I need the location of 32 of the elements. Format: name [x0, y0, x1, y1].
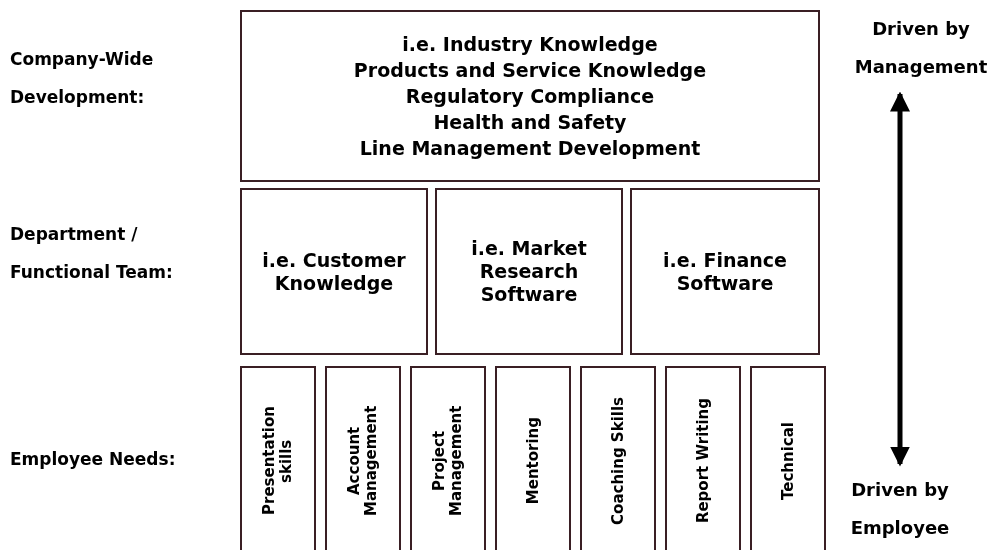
box-text: Health and Safety [433, 110, 627, 135]
department-box [435, 188, 623, 355]
employee-need-box [665, 366, 741, 550]
box-text: Technical [779, 422, 797, 500]
box-text: i.e. Industry Knowledge [402, 32, 658, 57]
box-text: Account Management [346, 404, 380, 519]
box-text: Products and Service Knowledge [353, 58, 707, 83]
level-label: Employee Needs: [10, 448, 177, 471]
driver-label: Driven by Employee [849, 478, 951, 540]
box-text: i.e. Customer Knowledge [261, 248, 407, 295]
box-text: Line Management Development [359, 136, 701, 161]
box-text: Report Writing [694, 398, 712, 524]
box-text: Regulatory Compliance [405, 84, 655, 109]
box-text: i.e. Finance Software [662, 248, 788, 295]
employee-need-box [750, 366, 826, 550]
employee-need-box [240, 366, 316, 550]
box-text: Project Management [431, 404, 465, 519]
company-box [240, 10, 820, 182]
box-text: i.e. Market Research Software [470, 237, 588, 306]
double-arrow [890, 91, 910, 467]
employee-need-box [580, 366, 656, 550]
employee-need-box [495, 366, 571, 550]
department-box [240, 188, 428, 355]
driver-label: Driven by Management [853, 17, 989, 79]
employee-need-box [410, 366, 486, 550]
box-text: Presentation skills [261, 405, 295, 518]
box-text: Mentoring [524, 417, 542, 505]
level-label: Department / Functional Team: [10, 223, 174, 284]
department-box [630, 188, 820, 355]
box-text: Coaching Skills [609, 397, 627, 525]
employee-need-box [325, 366, 401, 550]
level-label: Company-Wide Development: [10, 48, 155, 109]
